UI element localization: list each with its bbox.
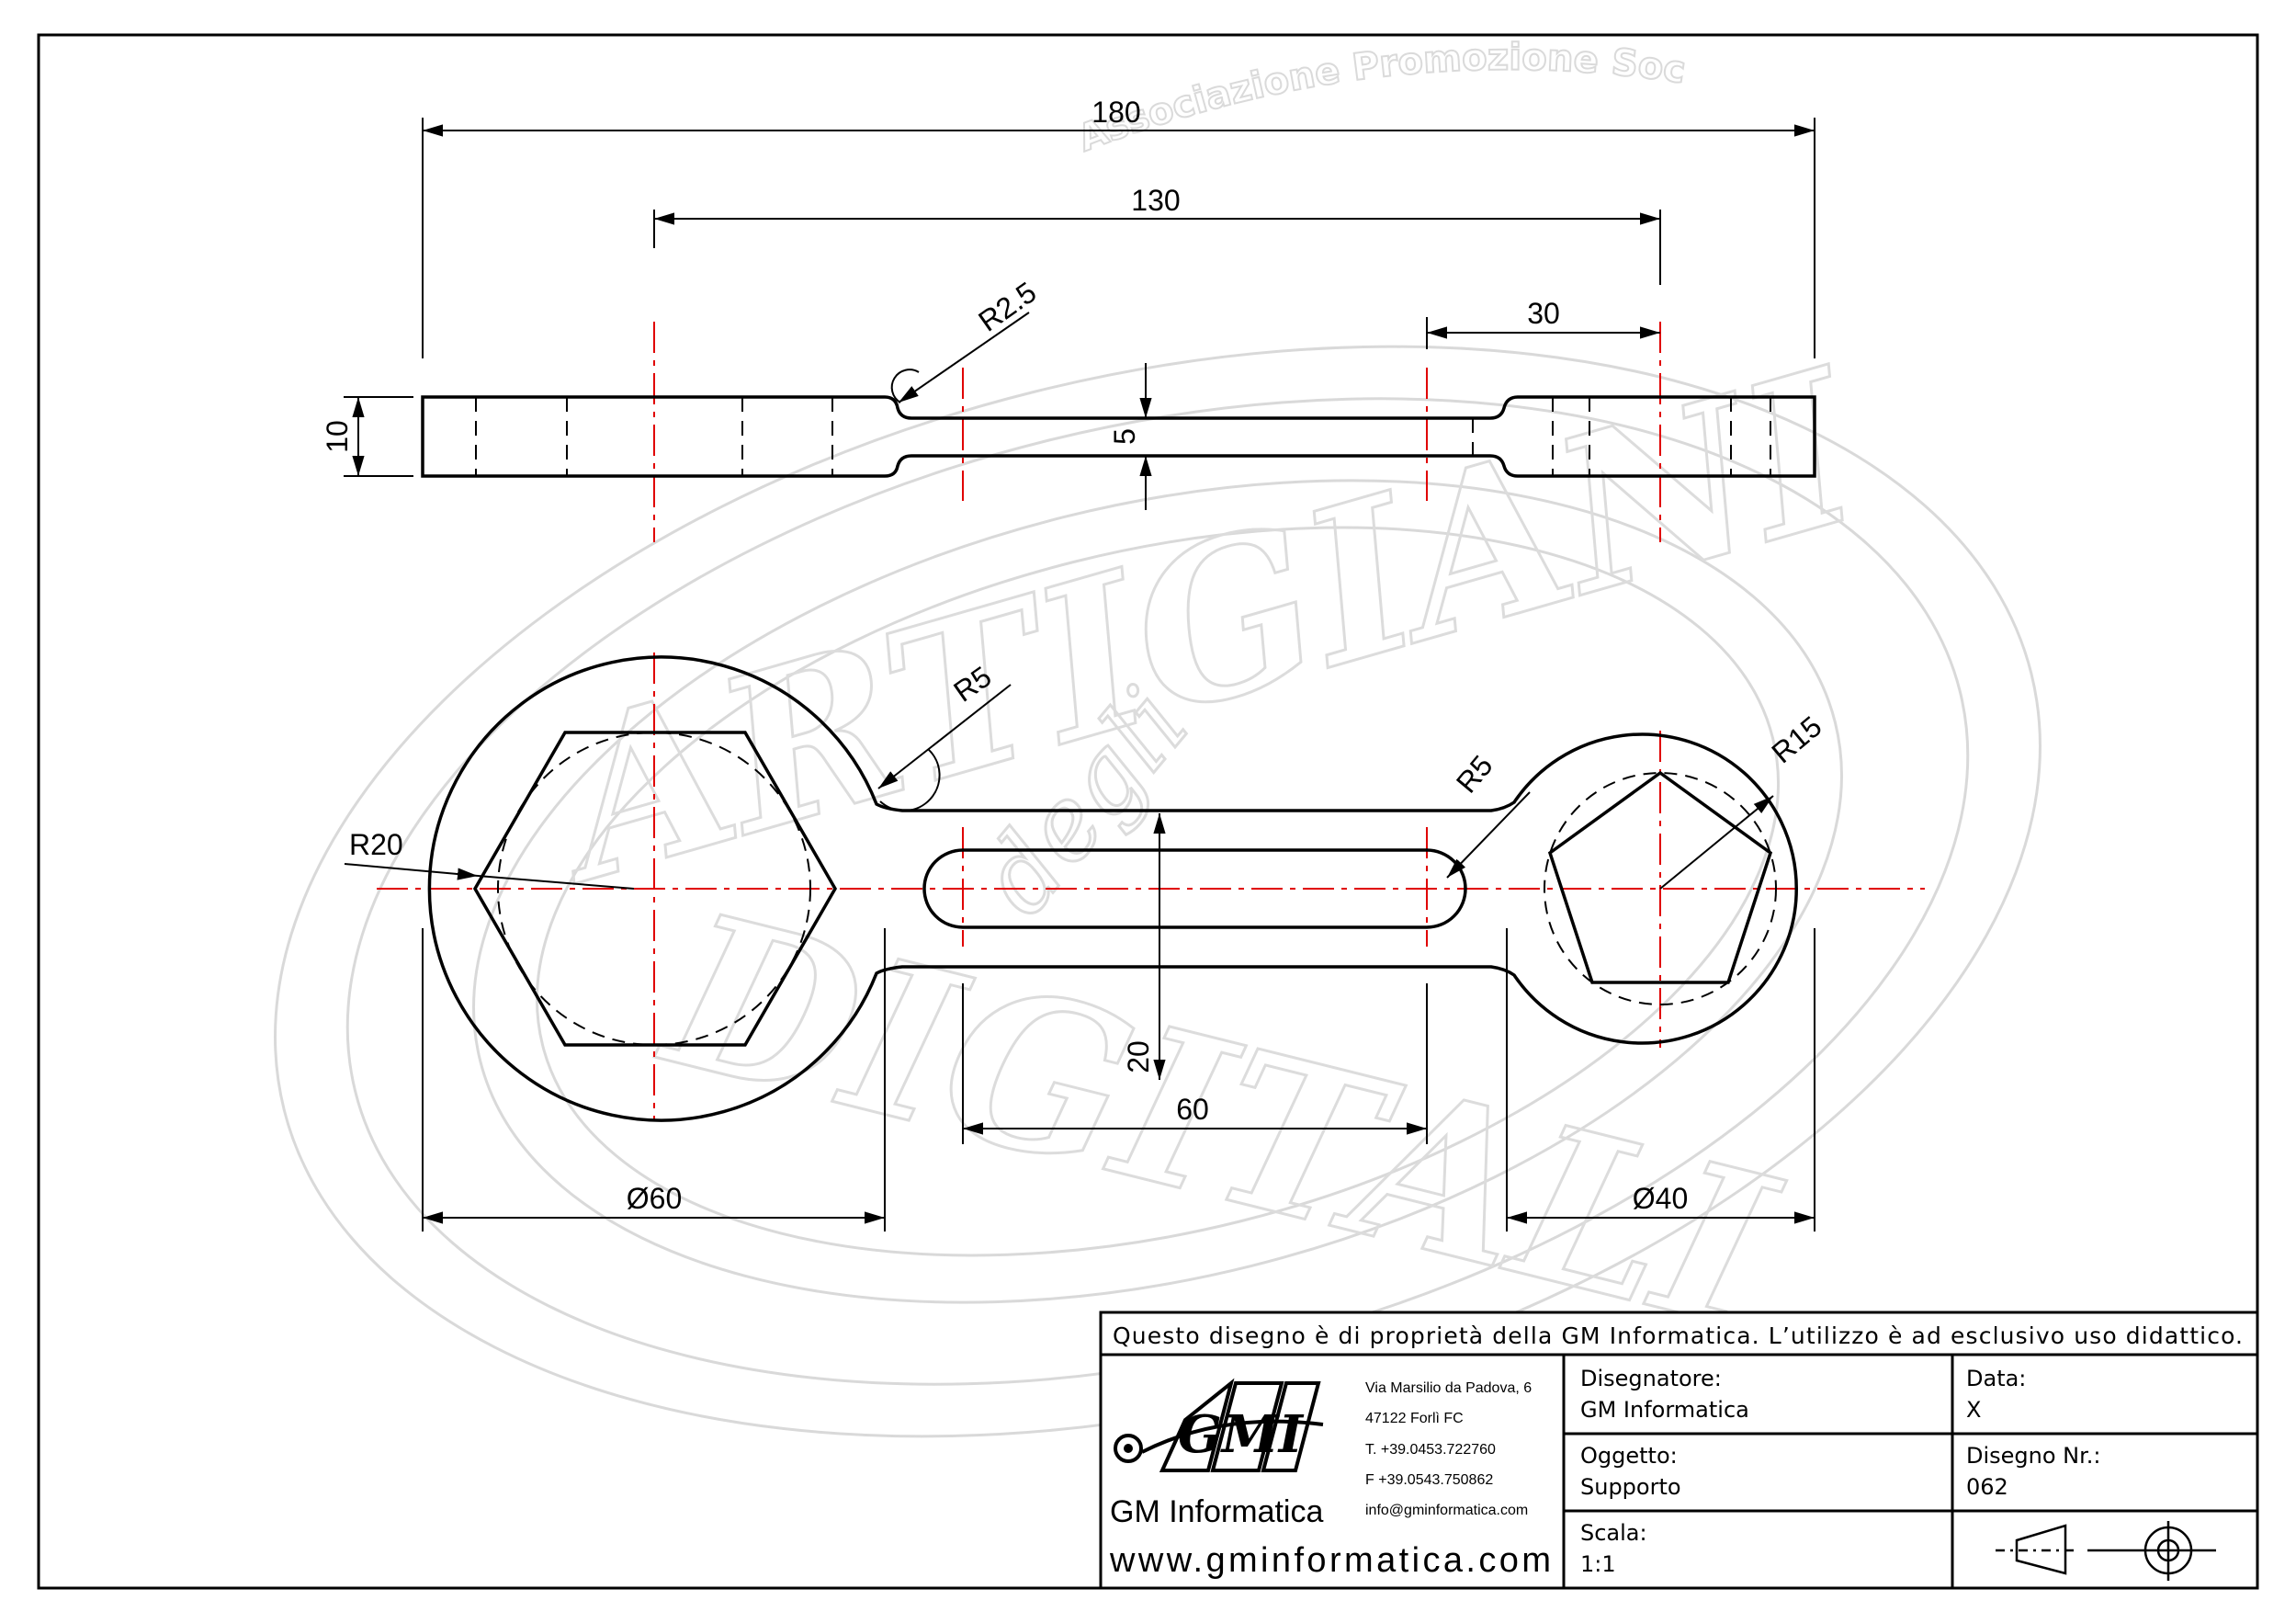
dim-180: 180 xyxy=(1091,96,1140,129)
pentagon-circle xyxy=(1544,772,1777,1005)
company-website[interactable]: www.gminformatica.com xyxy=(1109,1541,1551,1580)
side-view-hidden-lines xyxy=(475,397,1771,476)
side-view-outline xyxy=(421,395,1816,478)
date-value: X xyxy=(1966,1397,1981,1423)
company-name: GM Informatica xyxy=(1110,1494,1323,1529)
dim-diameter-60: Ø60 xyxy=(627,1182,682,1215)
scale-value: 1:1 xyxy=(1580,1551,1616,1577)
logo-circle-icon xyxy=(1114,1434,1143,1463)
dim-60: 60 xyxy=(1176,1093,1209,1126)
title-block-notice: Questo disegno è di proprietà della GM I… xyxy=(1113,1322,2243,1349)
dimensions xyxy=(344,118,1815,1231)
dim-r5-slot: R5 xyxy=(1450,749,1499,799)
drawing-number-label: Disegno Nr.: xyxy=(1966,1443,2101,1469)
watermark-big-text-bottom: DIGITALI xyxy=(641,865,1798,1379)
logo-text: GMI xyxy=(1178,1404,1305,1465)
date-label: Data: xyxy=(1966,1366,2026,1391)
dim-30: 30 xyxy=(1527,297,1560,330)
address-line-1: Via Marsilio da Padova, 6 xyxy=(1365,1380,1532,1396)
dim-diameter-40: Ø40 xyxy=(1633,1182,1688,1215)
dim-130: 130 xyxy=(1131,184,1180,217)
wrench-outline xyxy=(427,655,1798,1122)
dim-10: 10 xyxy=(321,420,354,453)
designer-value: GM Informatica xyxy=(1580,1397,1749,1423)
object-value: Supporto xyxy=(1580,1474,1681,1500)
fax: F +39.0543.750862 xyxy=(1365,1472,1493,1488)
address-line-2: 47122 Forlì FC xyxy=(1365,1411,1464,1426)
hexagon-socket xyxy=(472,731,838,1047)
dim-20: 20 xyxy=(1122,1040,1155,1073)
dim-r15: R15 xyxy=(1765,709,1827,769)
watermark-big-text-top: ARTIGIANI xyxy=(520,322,1886,932)
designer-label: Disegnatore: xyxy=(1580,1366,1722,1391)
scale-label: Scala: xyxy=(1580,1520,1647,1546)
drawing-number-value: 062 xyxy=(1966,1474,2008,1500)
projection-symbol-icon xyxy=(1996,1521,2216,1581)
side-view-center-lines xyxy=(653,322,1661,542)
email[interactable]: info@gminformatica.com xyxy=(1365,1503,1528,1518)
watermark-arc-text: Associazione Promozione Sociale xyxy=(0,0,1688,160)
front-view-center-lines xyxy=(377,653,1925,1121)
hexagon-inscribed-circle xyxy=(497,732,811,1046)
dim-r20: R20 xyxy=(349,828,403,861)
dim-5: 5 xyxy=(1108,428,1141,445)
phone: T. +39.0453.722760 xyxy=(1365,1442,1496,1458)
object-label: Oggetto: xyxy=(1580,1443,1678,1469)
side-view xyxy=(421,322,1816,542)
pentagon-socket xyxy=(1547,770,1773,984)
gmi-logo: GMI xyxy=(1114,1378,1324,1472)
